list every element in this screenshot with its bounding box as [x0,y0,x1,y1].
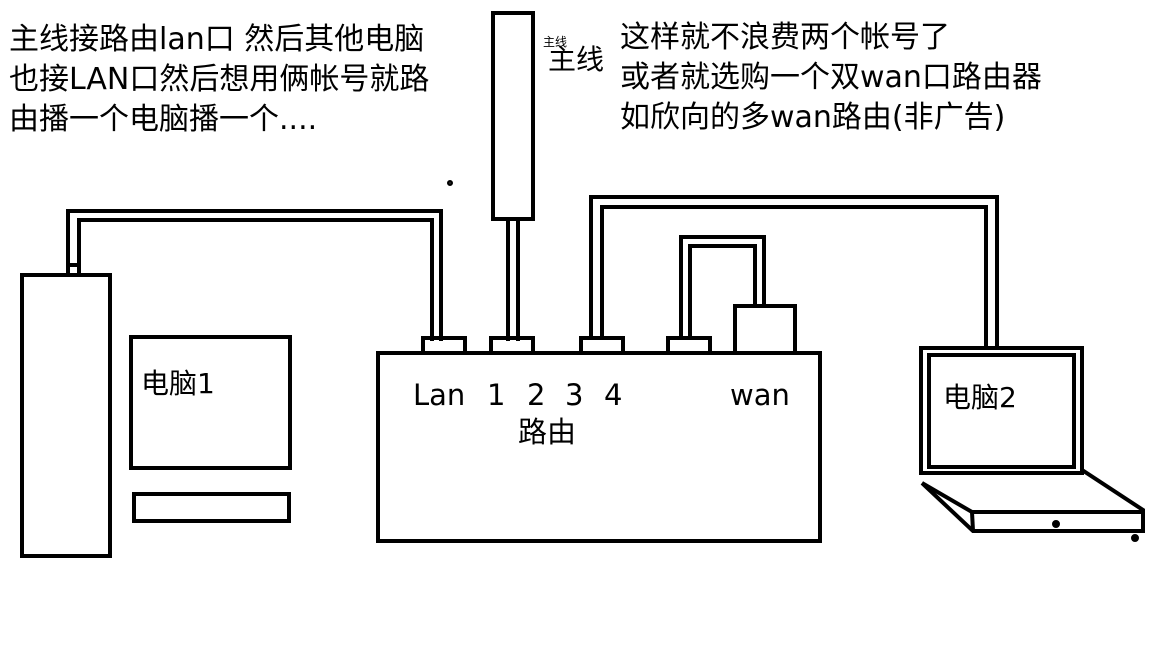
mainline-small-label: 主线 [543,35,568,49]
pc1-monitor [129,335,292,470]
router-port-label-4: 4 [604,378,623,412]
port-1 [489,336,535,355]
cable-mainline-to-port1 [506,219,520,341]
pc2-label: 电脑2 [943,381,1017,414]
cable-port3-to-wan [679,235,766,338]
pc1-label: 电脑1 [141,367,215,400]
right-notes: 这样就不浪费两个帐号了 或者就选购一个双wan口路由器 如欣向的多wan路由(非… [620,18,1042,138]
pc1-tower [20,273,112,558]
router-port-label-lan: Lan [413,378,466,412]
router-label: 路由 [518,415,577,449]
router-port-label-2: 2 [527,378,546,412]
pc2-laptop-screen [919,346,1084,475]
router-port-label-3: 3 [565,378,584,412]
cable-port2-to-pc2 [589,195,999,348]
mainline-box [491,11,535,221]
mainline-label: 主线 [548,43,605,76]
port-lan [421,336,467,355]
port-3 [666,336,712,355]
router-port-label-1: 1 [487,378,506,412]
port-wan [733,304,797,355]
pc1-keyboard [132,492,291,523]
cable-pc1-to-lan [66,209,443,341]
left-note-line: 主线接路由lan口 然后其他电脑 [9,22,425,57]
right-note-line: 或者就选购一个双wan口路由器 [620,60,1042,95]
right-note-line: 这样就不浪费两个帐号了 [620,20,950,55]
router-port-label-wan: wan [730,378,790,412]
left-note-line: 也接LAN口然后想用俩帐号就路 [9,62,430,97]
pc2-laptop-base [920,466,1145,542]
right-note-line: 如欣向的多wan路由(非广告) [620,100,1006,135]
left-note-line: 由播一个电脑播一个.... [9,102,318,137]
port-2 [579,336,625,355]
left-notes: 主线接路由lan口 然后其他电脑 也接LAN口然后想用俩帐号就路 由播一个电脑播… [9,20,429,140]
